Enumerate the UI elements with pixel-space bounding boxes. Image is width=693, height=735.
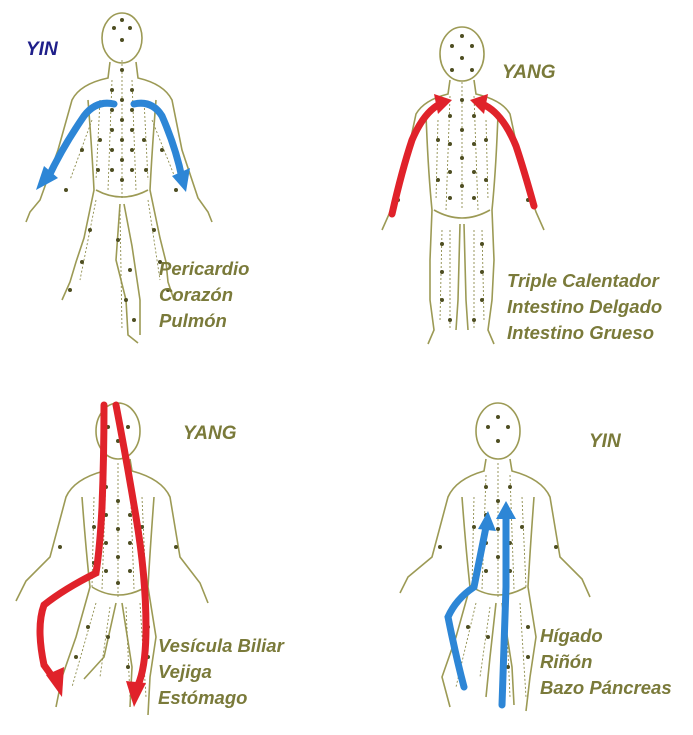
organ-name: Corazón [159, 282, 250, 308]
panel-type-label: YANG [183, 423, 236, 445]
organ-name: Bazo Páncreas [540, 675, 672, 701]
organ-list: Hígado Riñón Bazo Páncreas [540, 623, 672, 701]
panel-yang-arms: YANG Triple Calentador Intestino Delgado… [346, 0, 693, 367]
meridian-lines [436, 82, 488, 330]
organ-list: Vesícula Biliar Vejiga Estómago [158, 633, 284, 711]
organ-name: Riñón [540, 649, 672, 675]
organ-list: Pericardio Corazón Pulmón [159, 256, 250, 334]
organ-name: Hígado [540, 623, 672, 649]
panel-type-label: YIN [589, 431, 621, 453]
yin-arrows [448, 517, 506, 705]
panel-yin-legs: YIN Hígado Riñón Bazo Páncreas [346, 367, 693, 735]
panel-yin-arms: YIN Pericardio Corazón Pulmón [0, 0, 346, 367]
organ-name: Triple Calentador [507, 268, 662, 294]
panel-type-label: YIN [26, 39, 58, 61]
organ-name: Vejiga [158, 659, 284, 685]
organ-name: Estómago [158, 685, 284, 711]
organ-name: Pulmón [159, 308, 250, 334]
acupoints [58, 415, 178, 669]
organ-name: Pericardio [159, 256, 250, 282]
panel-yang-legs: YANG Vesícula Biliar Vejiga Estómago [0, 367, 346, 735]
organ-name: Intestino Delgado [507, 294, 662, 320]
organ-name: Vesícula Biliar [158, 633, 284, 659]
organ-list: Triple Calentador Intestino Delgado Inte… [507, 268, 662, 346]
panel-type-label: YANG [502, 62, 555, 84]
organ-name: Intestino Grueso [507, 320, 662, 346]
meridian-lines [456, 463, 526, 697]
